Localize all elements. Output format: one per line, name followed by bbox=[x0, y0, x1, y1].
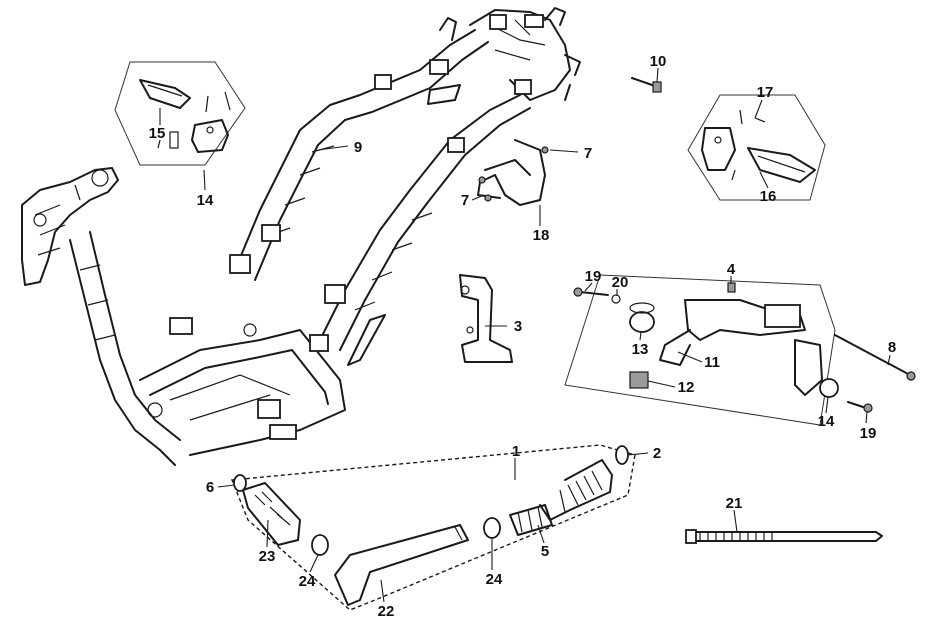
callout-19-lower: 19 bbox=[860, 425, 877, 442]
callout-10: 10 bbox=[650, 53, 667, 70]
callout-22: 22 bbox=[378, 603, 395, 620]
callout-5: 5 bbox=[541, 543, 549, 560]
callout-13: 13 bbox=[632, 341, 649, 358]
leader-lines bbox=[159, 67, 891, 603]
callout-12: 12 bbox=[678, 379, 695, 396]
callout-20: 20 bbox=[612, 274, 629, 291]
callout-8: 8 bbox=[888, 339, 896, 356]
main-frame-part bbox=[21, 7, 581, 466]
cable-tie-part bbox=[685, 529, 883, 544]
callout-14-stand: 14 bbox=[818, 413, 835, 430]
callout-7-lower: 7 bbox=[461, 192, 469, 209]
callout-17: 17 bbox=[757, 84, 774, 101]
tube-assembly bbox=[231, 444, 636, 611]
callout-4: 4 bbox=[727, 261, 736, 278]
callout-18: 18 bbox=[533, 227, 550, 244]
callout-3: 3 bbox=[514, 318, 522, 335]
callout-1: 1 bbox=[512, 443, 520, 460]
callout-24-right: 24 bbox=[486, 571, 503, 588]
callout-11: 11 bbox=[704, 354, 720, 371]
callout-2: 2 bbox=[653, 445, 661, 462]
callout-23: 23 bbox=[259, 548, 276, 565]
callout-labels: 10 17 9 7 7 15 14 16 18 19 20 4 3 13 11 … bbox=[149, 53, 897, 620]
callout-7-upper: 7 bbox=[584, 145, 592, 162]
callout-16: 16 bbox=[760, 188, 777, 205]
callout-14-kit: 14 bbox=[197, 192, 214, 209]
callout-15: 15 bbox=[149, 125, 166, 142]
callout-6: 6 bbox=[206, 479, 214, 496]
bracket-kit-left bbox=[114, 61, 246, 166]
callout-19-upper: 19 bbox=[585, 268, 602, 285]
stand-bracket-part bbox=[459, 274, 513, 363]
callout-21: 21 bbox=[726, 495, 743, 512]
callout-9: 9 bbox=[354, 139, 362, 156]
bracket-kit-right bbox=[687, 94, 826, 201]
center-stand-assembly bbox=[564, 274, 916, 426]
bracket-part bbox=[477, 139, 549, 206]
callout-24-left: 24 bbox=[299, 573, 316, 590]
